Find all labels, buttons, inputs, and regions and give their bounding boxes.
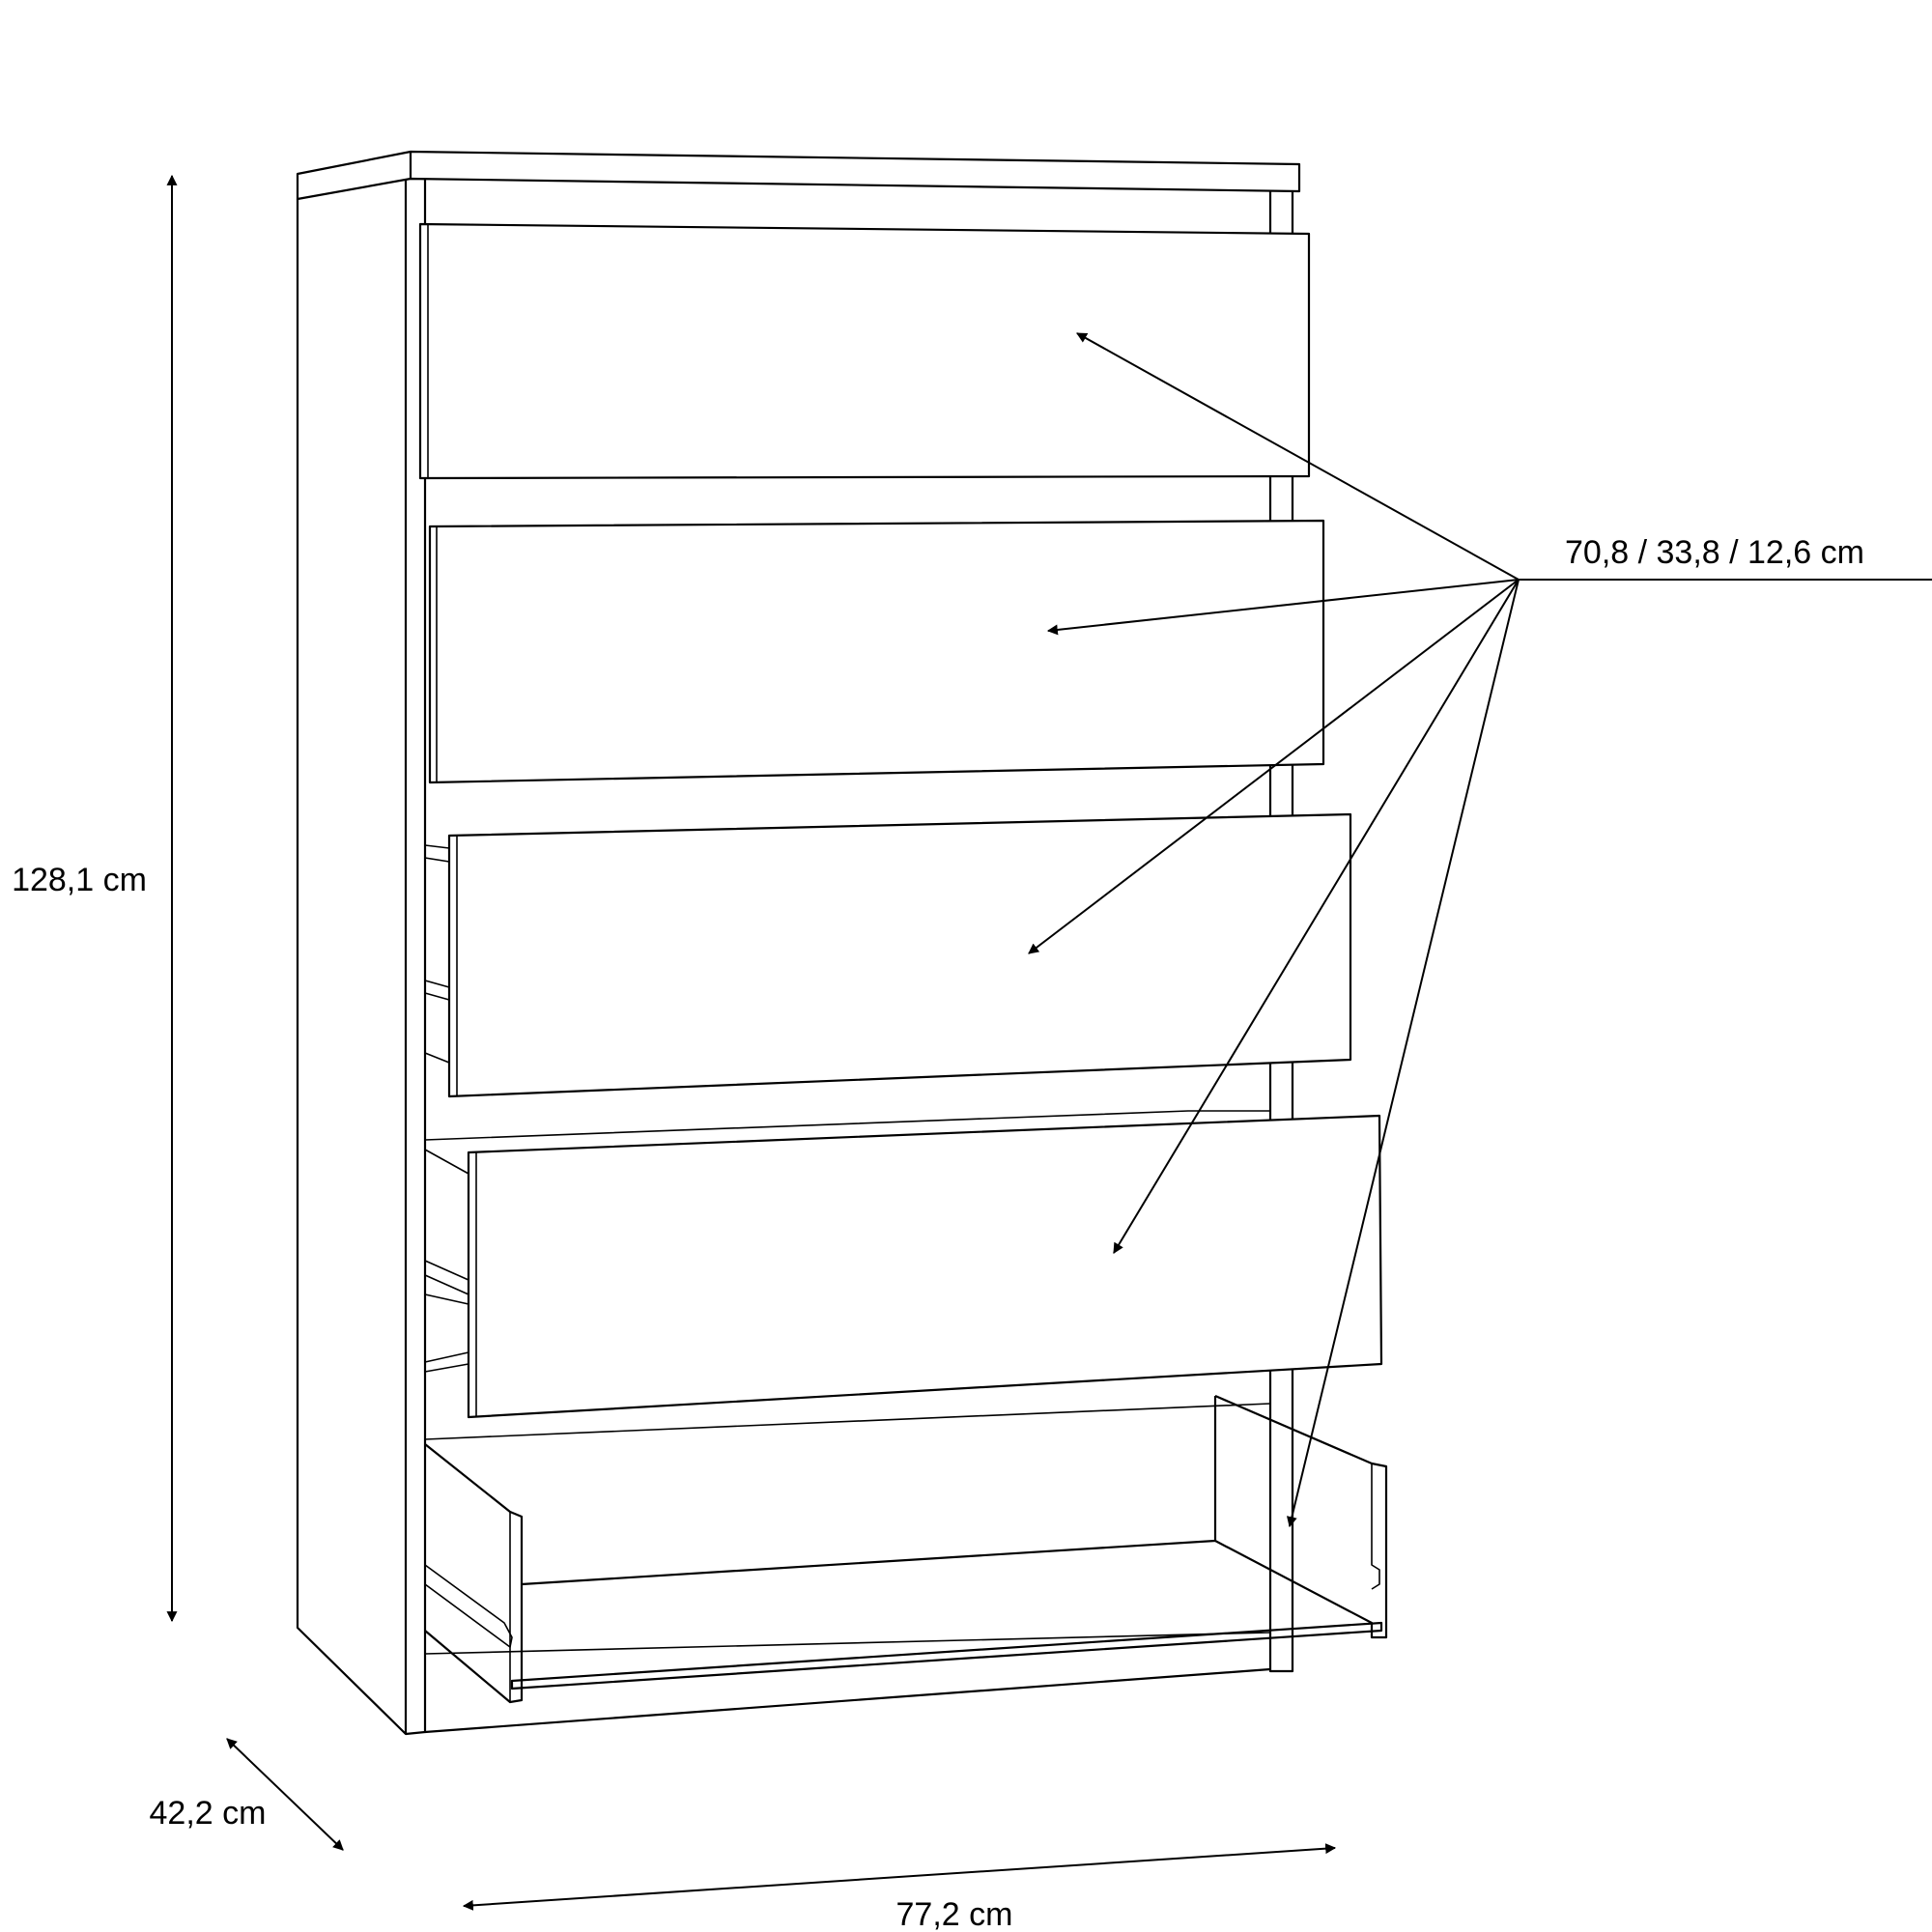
drawer-3: [447, 812, 1352, 1098]
drawer-dimension-label: 70,8 / 33,8 / 12,6 cm: [1565, 534, 1864, 571]
drawer-4: [467, 1114, 1383, 1419]
drawer-5-front-lip: [510, 1621, 1383, 1690]
drawer-2-front: [428, 519, 1325, 784]
drawer-1-front: [418, 222, 1311, 480]
width-dimension-line: [462, 1843, 1337, 1911]
width-label: 77,2 cm: [896, 1896, 1013, 1932]
callout-arrow-drawer-2: [1046, 579, 1520, 636]
drawer-dimension-callout: 70,8 / 33,8 / 12,6 cm: [1028, 332, 1932, 1528]
drawer-5-back: [521, 1396, 1217, 1586]
cabinet-plinth: [424, 1667, 1271, 1734]
callout-arrow-drawer-5: [1286, 579, 1520, 1528]
drawer-4-front: [467, 1114, 1383, 1419]
drawer-5-left-side: [424, 1443, 524, 1704]
depth-dimension: 42,2 cm: [150, 1738, 344, 1851]
drawer-2: [428, 519, 1325, 784]
drawer-5-open: [424, 1394, 1388, 1704]
cabinet-top: [296, 150, 1301, 201]
callout-arrow-drawer-4: [1113, 579, 1520, 1254]
callout-arrow-drawer-1: [1076, 332, 1520, 581]
drawer-1: [418, 222, 1311, 480]
callout-arrow-drawer-3: [1028, 579, 1520, 954]
height-label: 128,1 cm: [12, 862, 147, 898]
depth-dimension-line: [226, 1738, 344, 1851]
drawer-5-right-side: [1214, 1394, 1388, 1639]
cabinet-side-panel: [296, 179, 408, 1736]
height-dimension: 128,1 cm: [12, 174, 178, 1623]
width-dimension: 77,2 cm: [462, 1843, 1337, 1932]
drawer-3-front: [447, 812, 1352, 1098]
depth-label: 42,2 cm: [150, 1795, 267, 1832]
